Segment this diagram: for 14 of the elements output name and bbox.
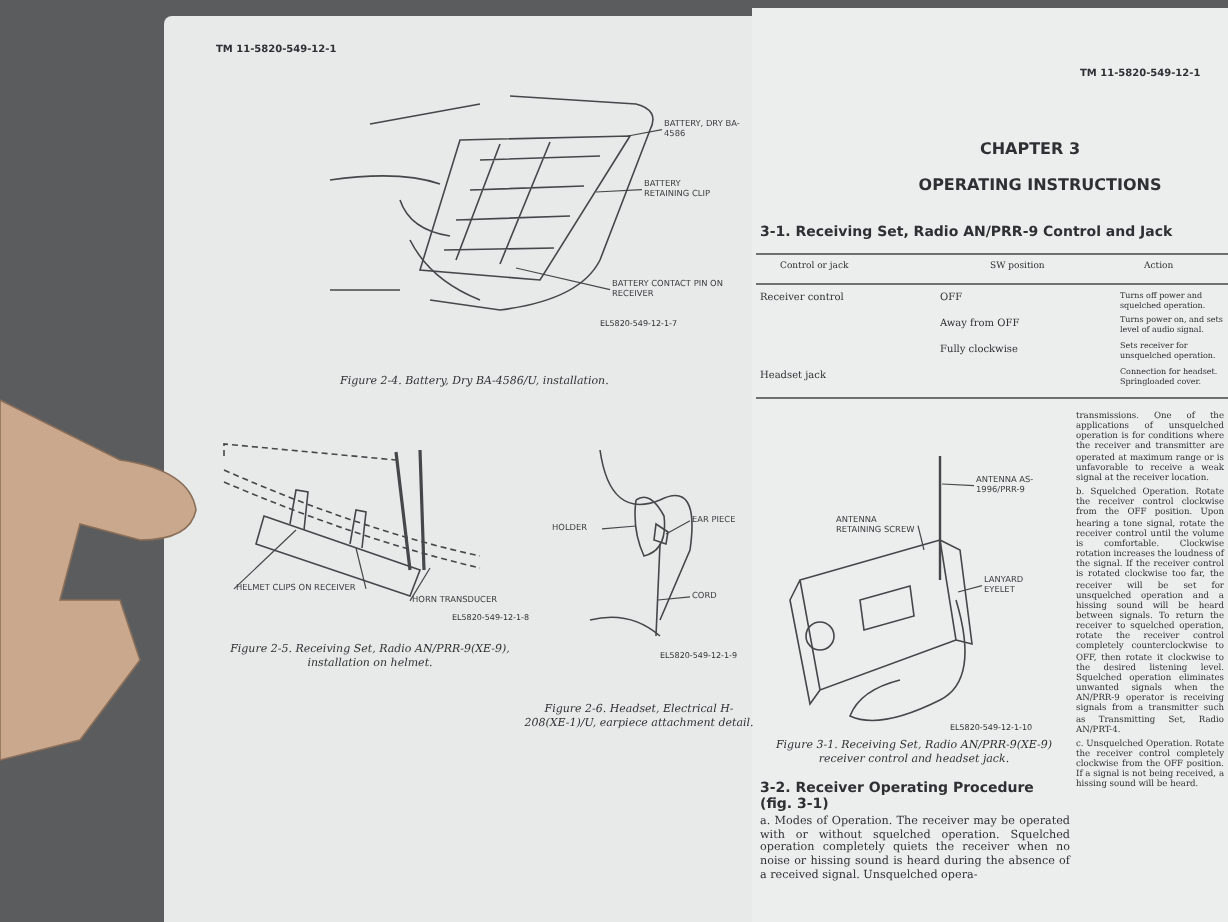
leader-line [957,585,983,593]
leader-line [917,525,925,551]
leader-line [233,529,297,590]
leader-line [657,596,691,601]
heading: OPERATING INSTRUCTIONS [916,176,1164,196]
leader-line [665,520,691,535]
leader-line [355,547,367,590]
leader-line [409,567,431,602]
leader-line [941,483,975,487]
leader-line [601,525,637,530]
leader-line [595,189,643,193]
leader-line [515,267,611,291]
leader-line [627,129,663,137]
heading: CHAPTER 3 [977,140,1083,160]
